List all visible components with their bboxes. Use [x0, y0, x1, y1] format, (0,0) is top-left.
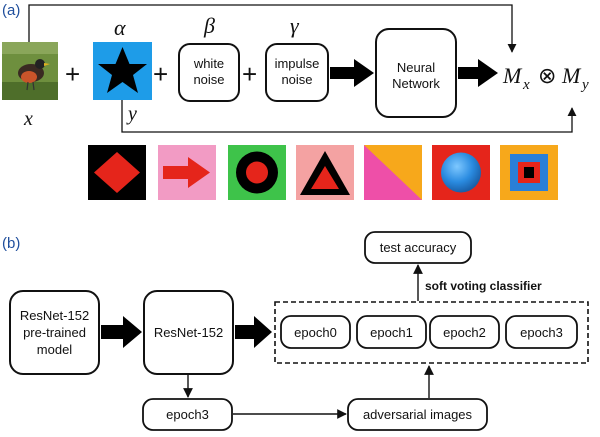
- resnet-box: [143, 290, 234, 375]
- impulse-noise-box: [265, 43, 329, 102]
- pretrained-label-2: pre-trained: [23, 325, 86, 340]
- epoch3-box: [505, 315, 578, 349]
- epoch0-box: [280, 315, 351, 349]
- thick-arrow-to-epochs: [235, 316, 272, 348]
- pretrained-label-3: model: [37, 342, 73, 357]
- plus-sign-2: +: [153, 59, 168, 89]
- panel-b-label: (b): [2, 235, 20, 252]
- nested-squares-trigger-icon: [500, 145, 558, 200]
- neural-network-label-2: Network: [392, 76, 440, 91]
- adversarial-images-box: [347, 398, 488, 431]
- epoch2-label: epoch2: [443, 325, 486, 340]
- bird-photo: [2, 42, 58, 100]
- black-ring-trigger-icon: [228, 145, 286, 200]
- impulse-noise-label-2: noise: [281, 72, 312, 87]
- otimes-symbol: ⊗: [538, 63, 556, 88]
- star-trigger-icon: [93, 42, 152, 100]
- pretrained-label-1: ResNet-152: [20, 308, 89, 323]
- soft-voting-label: soft voting classifier: [425, 279, 542, 293]
- red-arrow-trigger-icon: [158, 145, 216, 200]
- black-triangle-trigger-icon: [296, 145, 354, 200]
- epoch3-label: epoch3: [520, 325, 563, 340]
- epoch0-label: epoch0: [294, 325, 337, 340]
- blue-circle-trigger-icon: [432, 145, 490, 200]
- thick-arrow-to-network: [330, 59, 374, 87]
- white-noise-box: [178, 43, 240, 102]
- x-symbol: x: [23, 108, 33, 130]
- epoch2-box: [429, 315, 500, 349]
- beta-symbol: β: [203, 13, 215, 38]
- epoch3-bottom-label: epoch3: [166, 407, 209, 422]
- y-connector: [121, 100, 577, 133]
- test-accuracy-box: [364, 231, 472, 264]
- mx-subscript: x: [522, 77, 530, 93]
- gamma-symbol: γ: [290, 13, 300, 38]
- trigger-examples: [88, 145, 558, 200]
- thick-arrow-to-output: [458, 59, 498, 87]
- my-subscript: y: [580, 77, 589, 93]
- plus-sign-1: +: [65, 59, 80, 89]
- epoch1-label: epoch1: [370, 325, 413, 340]
- mx-symbol: M: [502, 63, 523, 88]
- neural-network-box: [375, 28, 457, 118]
- thick-arrow-to-resnet: [101, 316, 142, 348]
- adversarial-images-label: adversarial images: [363, 407, 473, 422]
- top-connector: [28, 4, 517, 53]
- alpha-symbol: α: [114, 15, 126, 40]
- white-noise-label-1: white: [193, 56, 224, 71]
- white-noise-label-2: noise: [193, 72, 224, 87]
- pretrained-model-box: [9, 290, 100, 375]
- panel-a-label: (a): [2, 2, 20, 19]
- test-accuracy-label: test accuracy: [380, 240, 457, 255]
- my-symbol: M: [561, 63, 582, 88]
- epoch1-box: [356, 315, 427, 349]
- plus-sign-3: +: [242, 59, 257, 89]
- neural-network-label-1: Neural: [397, 60, 435, 75]
- impulse-noise-label-1: impulse: [275, 56, 320, 71]
- y-symbol: y: [126, 103, 137, 125]
- ensemble-dashed-box: [274, 301, 589, 364]
- resnet-label: ResNet-152: [154, 325, 223, 340]
- red-diamond-trigger-icon: [88, 145, 146, 200]
- epoch3-bottom-box: [142, 398, 233, 431]
- pink-diagonal-trigger-icon: [364, 145, 422, 200]
